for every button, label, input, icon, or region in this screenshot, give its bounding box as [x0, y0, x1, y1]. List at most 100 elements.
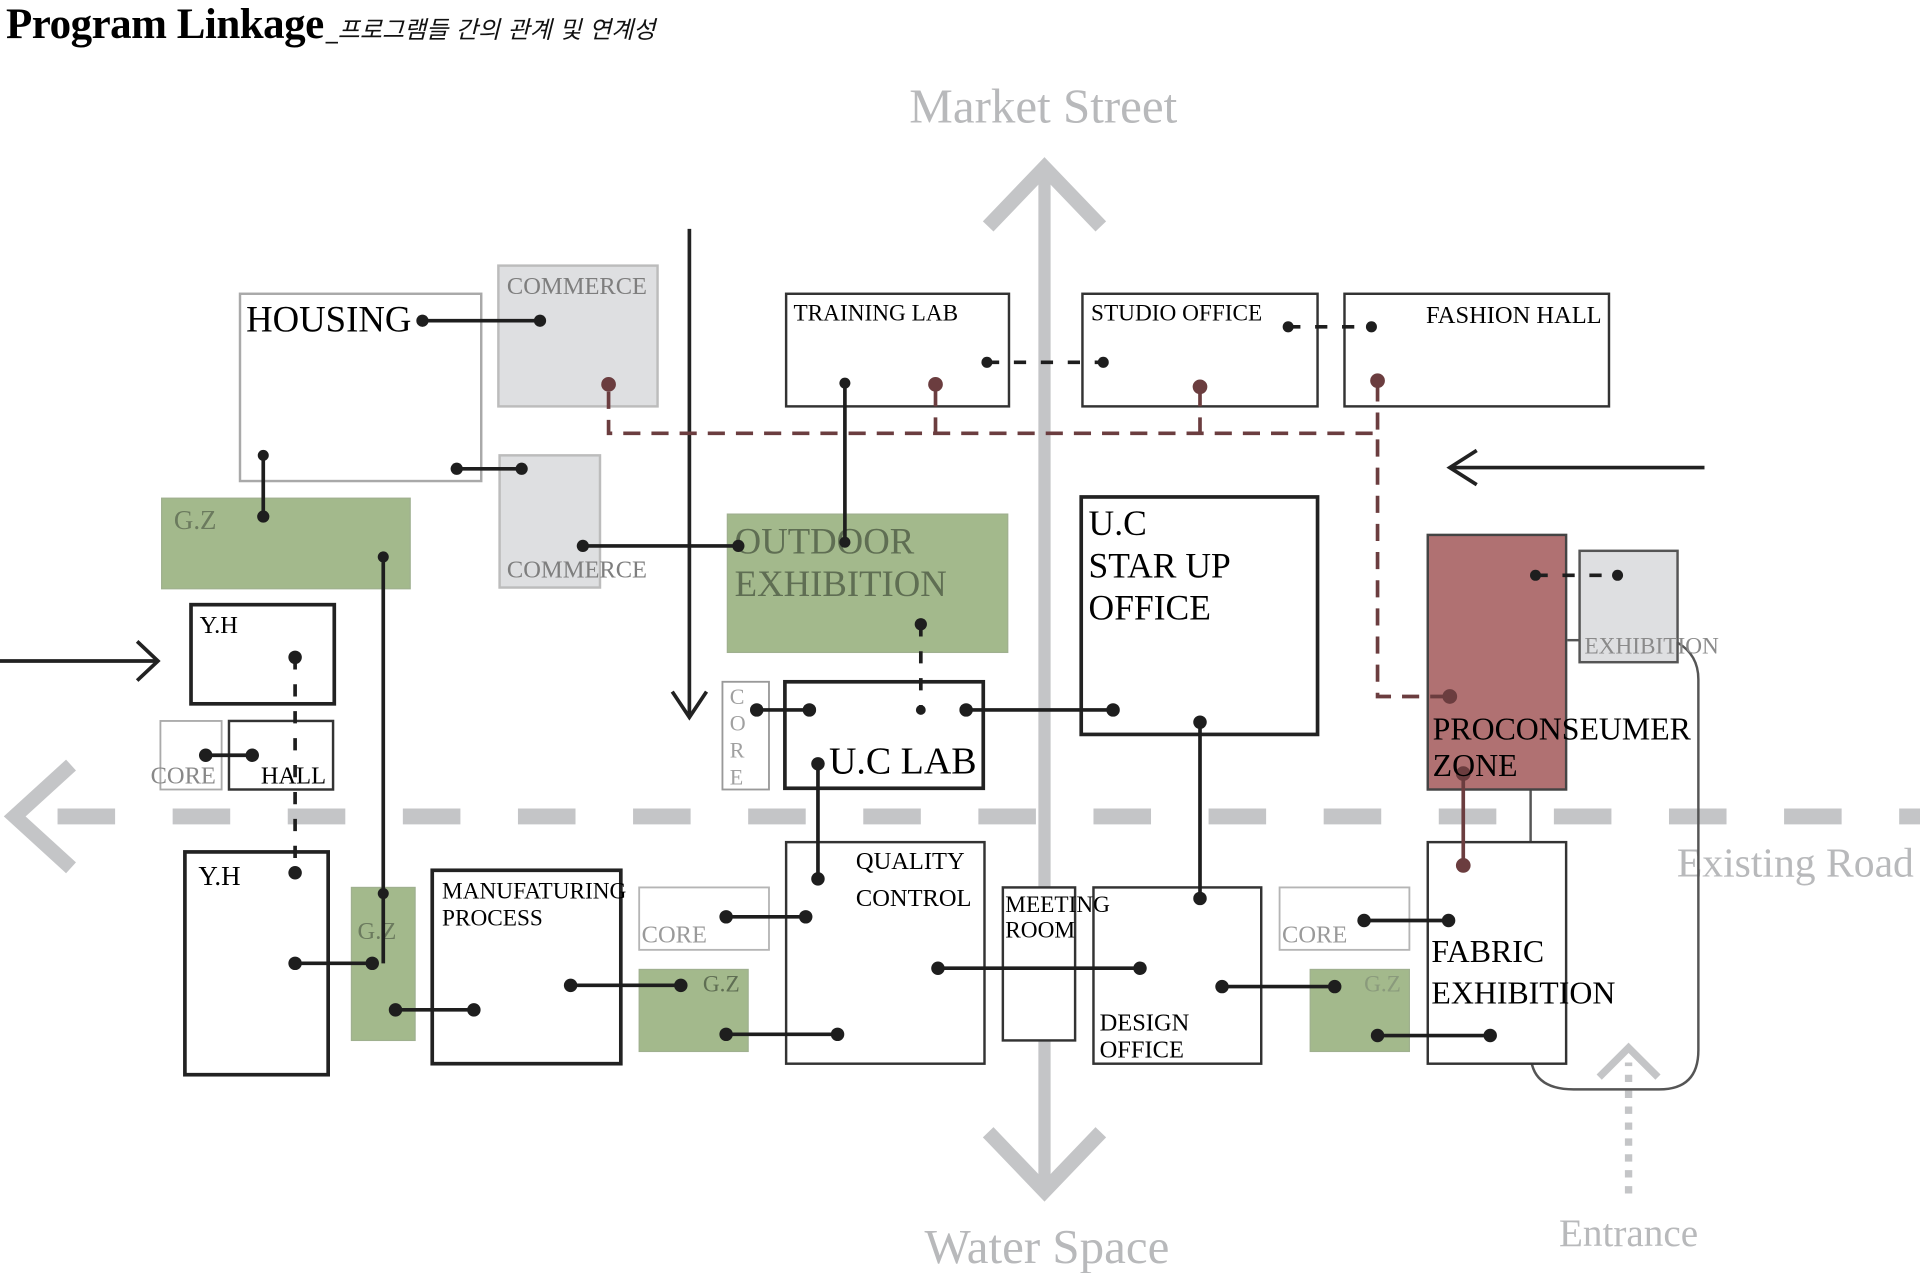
node	[1133, 961, 1147, 975]
maroon-node	[601, 377, 616, 392]
left-entry-arrowhead	[135, 640, 161, 682]
proconsumer-zone-box[interactable]	[1426, 533, 1568, 791]
node	[802, 703, 817, 717]
node	[365, 956, 379, 971]
uc-startup-label-line1: U.C	[1089, 503, 1147, 543]
entrance-arrow	[1596, 1042, 1661, 1194]
left-entry-arrow	[0, 640, 161, 682]
black-nodes	[198, 314, 1624, 1043]
outdoor-label-line2: EXHIBITION	[735, 563, 947, 604]
water-space-label: Water Space	[924, 1219, 1169, 1273]
training-lab-box[interactable]	[784, 292, 1011, 408]
uc-startup-label-line3: OFFICE	[1089, 587, 1211, 627]
node	[1097, 356, 1109, 368]
entrance-arrowhead	[1596, 1042, 1661, 1080]
meeting-label-line1: MEETING	[1005, 892, 1110, 918]
manufacturing-label-line2: PROCESS	[442, 905, 543, 931]
training-lab-label: TRAINING LAB	[793, 301, 958, 327]
fabric-exhibition-box[interactable]	[1426, 840, 1568, 1065]
node	[1357, 913, 1371, 928]
node	[377, 888, 389, 900]
core-vertical-letter-e: E	[730, 765, 743, 790]
uc-startup-office-box[interactable]	[1079, 495, 1320, 737]
yh-lower-label: Y.H	[198, 861, 240, 891]
node	[563, 978, 578, 993]
maroon-node	[1455, 766, 1471, 781]
entrance-label: Entrance	[1559, 1212, 1698, 1255]
quality-label-line1: QUALITY	[856, 848, 965, 875]
node	[515, 462, 528, 475]
market-street-arrowhead	[982, 157, 1107, 232]
core-vertical-letter-r: R	[730, 738, 745, 763]
gz-lower-left-label: G.Z	[358, 918, 397, 945]
maroon-nodes	[601, 373, 1471, 873]
node	[1215, 979, 1229, 994]
dashed-links	[293, 324, 1618, 873]
core-left-label: CORE	[151, 762, 216, 789]
exhibition-label: EXHIBITION	[1584, 634, 1719, 660]
core-mid-label: CORE	[642, 922, 707, 949]
yh-upper-box[interactable]	[189, 602, 337, 706]
service-loop-path	[1529, 641, 1700, 1091]
node	[257, 510, 270, 523]
core-vertical-letter-c: C	[730, 684, 745, 709]
node	[1365, 321, 1377, 333]
diagram-title: Program Linkage _프로그램들 간의 관계 및 연계성	[6, 0, 655, 48]
node	[1193, 891, 1207, 906]
node	[288, 956, 302, 971]
proconsumer-label-line1: PROCONSEUMER	[1433, 711, 1692, 746]
gz-left-box[interactable]	[161, 497, 411, 590]
commerce-top-box[interactable]	[497, 264, 659, 408]
market-street-label: Market Street	[909, 78, 1177, 133]
commerce-top-label: COMMERCE	[507, 273, 647, 300]
title-subtitle: _프로그램들 간의 관계 및 연계성	[325, 16, 656, 44]
maroon-node	[1442, 689, 1458, 704]
node	[839, 377, 851, 389]
gz-mid-label: G.Z	[703, 971, 740, 997]
node	[1483, 1028, 1497, 1043]
uc-lab-label: U.C LAB	[829, 741, 977, 783]
node	[1106, 703, 1120, 717]
node	[416, 314, 429, 327]
maroon-node	[1370, 373, 1385, 389]
maroon-node	[1192, 379, 1208, 395]
node	[257, 449, 269, 461]
node	[732, 539, 745, 553]
down-flow-arrowhead	[670, 690, 709, 721]
node	[915, 705, 926, 715]
node	[245, 748, 259, 762]
core-vertical-box[interactable]	[721, 680, 770, 791]
node	[388, 1003, 403, 1017]
gz-left-label: G.Z	[174, 505, 217, 535]
node	[377, 551, 389, 563]
title-main: Program Linkage	[6, 1, 324, 48]
node	[1327, 979, 1342, 994]
commerce-mid-box[interactable]	[498, 454, 602, 589]
uc-startup-label-line2: STAR UP	[1089, 546, 1231, 586]
design-office-box[interactable]	[1092, 886, 1263, 1065]
core-right-label: CORE	[1282, 922, 1347, 949]
exhibition-box[interactable]	[1578, 549, 1679, 664]
meeting-room-box[interactable]	[1001, 886, 1077, 1042]
node	[830, 1027, 845, 1042]
node	[931, 961, 945, 975]
gz-right-box[interactable]	[1309, 968, 1410, 1053]
quality-label-line2: CONTROL	[856, 885, 972, 912]
commerce-mid-label: COMMERCE	[507, 557, 647, 584]
existing-road-label: Existing Road	[1677, 840, 1914, 886]
node	[839, 536, 851, 548]
fashion-hall-box[interactable]	[1343, 292, 1611, 408]
node	[750, 703, 764, 717]
housing-box[interactable]	[238, 292, 483, 483]
proconsumer-label-line2: ZONE	[1433, 748, 1518, 783]
existing-road	[3, 759, 1920, 874]
design-label-line1: DESIGN	[1100, 1010, 1190, 1037]
outdoor-exhibition-box[interactable]	[726, 513, 1009, 654]
manufacturing-process-box[interactable]	[430, 868, 623, 1066]
node	[1282, 321, 1294, 333]
right-entry-arrow	[1446, 448, 1705, 487]
fabric-label-line2: EXHIBITION	[1431, 976, 1615, 1011]
existing-road-arrowhead	[3, 759, 76, 874]
down-flow-arrow	[670, 228, 709, 721]
